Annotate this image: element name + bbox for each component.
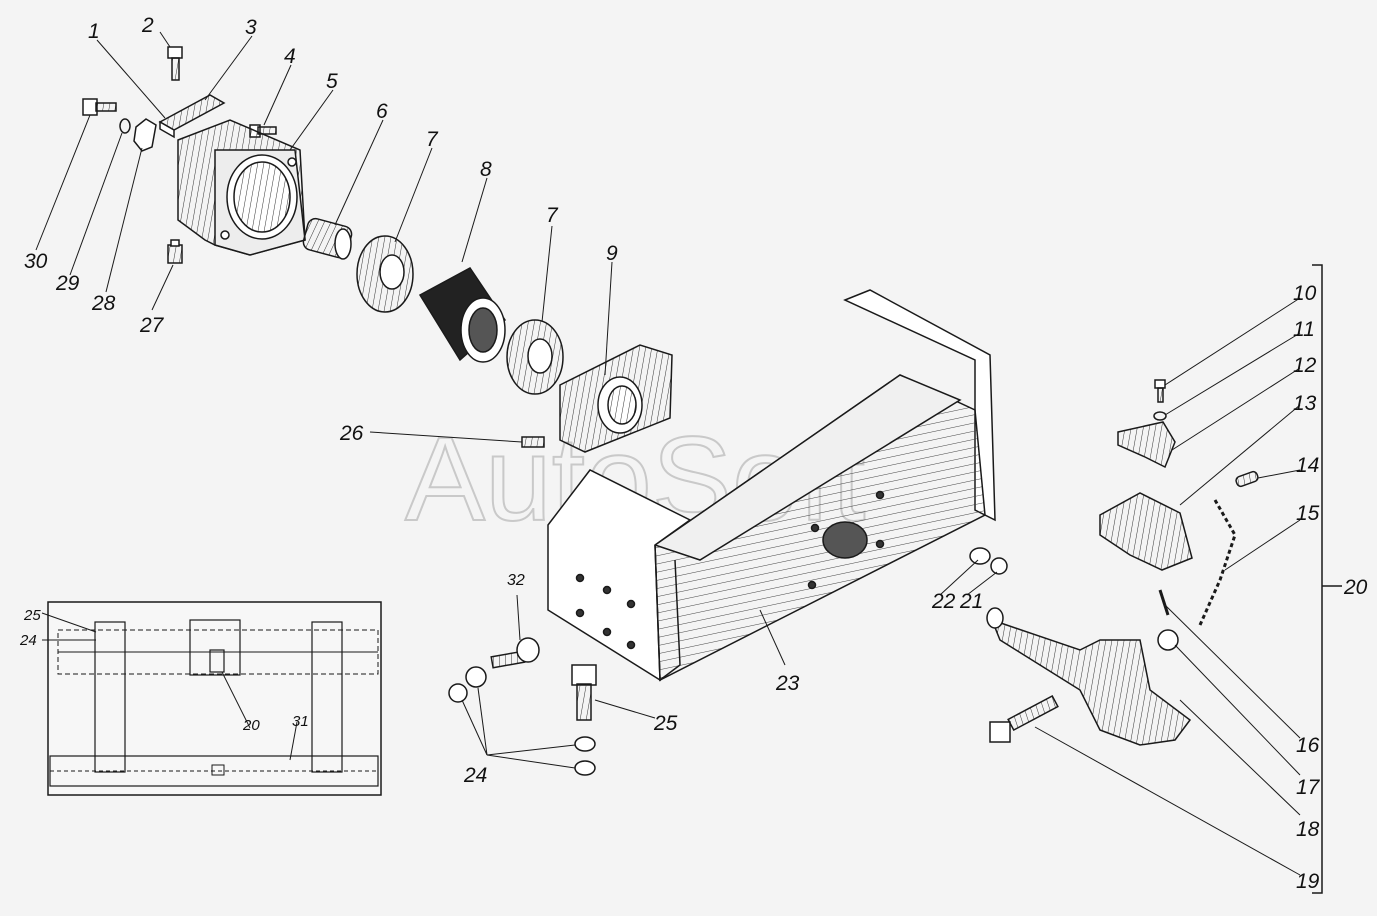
bolt-part-25	[571, 664, 597, 721]
callout-16: 16	[1296, 734, 1320, 757]
nut-set-part-24	[448, 666, 596, 776]
clamp-plate-part-3	[158, 94, 226, 139]
callout-2: 2	[141, 14, 154, 37]
washer-part-22	[969, 547, 991, 565]
washer-part-11	[1153, 411, 1167, 421]
seal-ring-part-7-right	[506, 319, 564, 395]
callout-10: 10	[1293, 282, 1317, 305]
callout-5: 5	[326, 70, 338, 93]
bolt-part-30	[82, 98, 117, 116]
inset-callout-25: 25	[23, 607, 41, 624]
inset-installation-view	[41, 601, 382, 796]
callout-25: 25	[653, 712, 678, 735]
nut-part-17	[1157, 629, 1179, 651]
group-bracket-20	[1312, 264, 1323, 894]
inset-callout-20: 20	[242, 717, 260, 734]
flange-cover-part-9	[559, 344, 673, 453]
callout-24: 24	[463, 764, 487, 787]
callout-22: 22	[931, 590, 956, 613]
needle-bearing-part-6	[302, 217, 353, 260]
tow-hook-part-18	[986, 607, 1192, 746]
lock-plate-part-28	[133, 118, 157, 152]
callout-21: 21	[959, 590, 983, 613]
bushing-part-8	[418, 267, 506, 363]
callout-20: 20	[1343, 576, 1368, 599]
callout-15: 15	[1296, 502, 1320, 525]
grease-fitting-part-26	[521, 436, 545, 448]
bolt-part-2	[167, 46, 183, 81]
callout-17: 17	[1296, 776, 1321, 799]
callout-27: 27	[139, 314, 165, 337]
leader-lines	[35, 31, 1301, 876]
callout-6: 6	[376, 100, 388, 123]
callout-32: 32	[507, 572, 525, 589]
callout-29: 29	[55, 272, 80, 295]
callout-13: 13	[1293, 392, 1317, 415]
grease-fitting-part-27	[167, 239, 183, 264]
callout-9: 9	[606, 242, 618, 265]
callout-14: 14	[1296, 454, 1319, 477]
bolt-part-32	[490, 637, 540, 669]
callout-4: 4	[284, 45, 296, 68]
callout-labels: 1 2 3 4 5 6 7 8 7 9 10 11 12 13 14 15 16…	[19, 14, 1368, 893]
screw-part-10	[1154, 379, 1166, 403]
washer-part-29	[119, 118, 131, 134]
inset-callout-31: 31	[292, 713, 309, 730]
callout-3: 3	[245, 16, 257, 39]
callout-18: 18	[1296, 818, 1320, 841]
bumper-beam-part-23	[547, 289, 996, 682]
callout-23: 23	[775, 672, 800, 695]
latch-bracket-part-13	[1099, 492, 1193, 571]
nut-part-21	[990, 557, 1008, 575]
callout-11: 11	[1293, 318, 1315, 341]
seal-ring-part-7-left	[356, 235, 414, 313]
bracket-housing-part-5	[177, 119, 306, 256]
callout-7-left: 7	[426, 128, 439, 151]
cotter-pin-part-16	[1158, 589, 1170, 616]
inset-callout-24: 24	[19, 632, 37, 649]
latch-part-12	[1117, 421, 1176, 469]
callout-30: 30	[24, 250, 48, 273]
callout-7-right: 7	[546, 204, 559, 227]
callout-12: 12	[1293, 354, 1317, 377]
bolt-part-19	[989, 694, 1059, 743]
callout-19: 19	[1296, 870, 1320, 893]
callout-8: 8	[480, 158, 492, 181]
callout-28: 28	[91, 292, 116, 315]
callout-26: 26	[339, 422, 364, 445]
pin-part-14	[1235, 470, 1259, 488]
chain-part-15	[1198, 499, 1237, 626]
callout-1: 1	[88, 20, 100, 43]
